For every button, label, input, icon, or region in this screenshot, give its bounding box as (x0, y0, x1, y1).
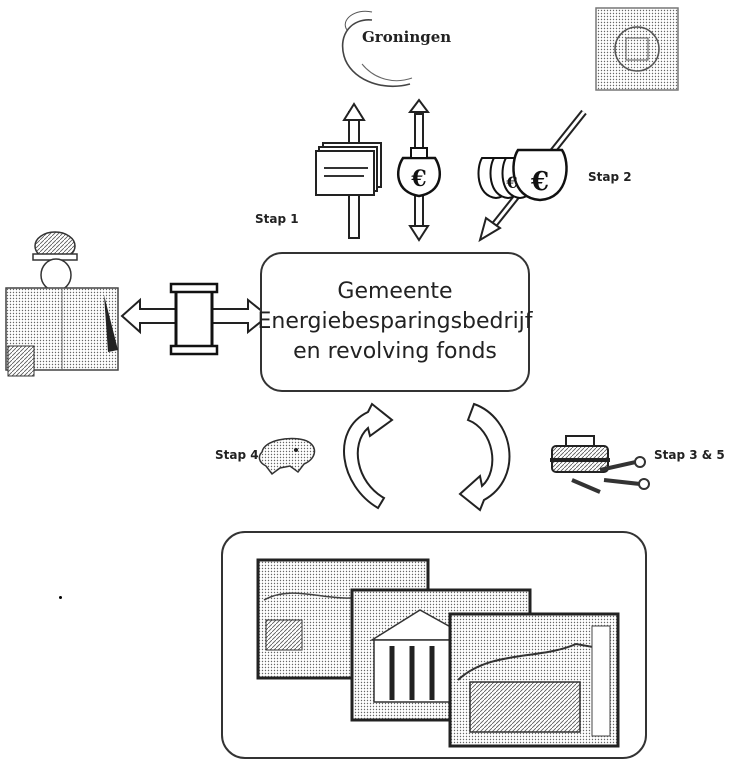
center-box-line3: en revolving fonds (293, 339, 497, 364)
center-box-line1: Gemeente (337, 279, 453, 304)
toolbox-icon (550, 435, 650, 494)
label-stap-4: Stap 4 (215, 448, 259, 462)
left-cycle-arrow-icon (343, 402, 394, 510)
stray-dot (59, 596, 62, 599)
piggy-bank-icon (258, 437, 316, 476)
groningen-logo-icon (341, 10, 413, 88)
groningen-logo-text: Groningen (362, 28, 452, 46)
house-drawings-icon (256, 558, 620, 748)
label-stap-1: Stap 1 (255, 212, 299, 226)
euro-bags-icon: € € (477, 109, 587, 243)
euro-bag-icon: € (396, 98, 442, 242)
worker-with-plans-icon (5, 231, 119, 377)
label-stap-3-5: Stap 3 & 5 (654, 448, 725, 462)
houses-box (221, 531, 647, 759)
seal-icon (595, 7, 679, 91)
center-box: Gemeente Energiebesparingsbedrijf en rev… (257, 252, 533, 392)
svg-text:€: € (530, 167, 549, 197)
svg-text:€: € (410, 166, 426, 192)
svg-text:€: € (505, 173, 517, 192)
document-icon (120, 282, 270, 356)
label-stap-2: Stap 2 (588, 170, 632, 184)
right-cycle-arrow-icon (458, 402, 511, 512)
center-box-line2: Energiebesparingsbedrijf (257, 309, 533, 334)
signpost-icon (315, 102, 382, 239)
